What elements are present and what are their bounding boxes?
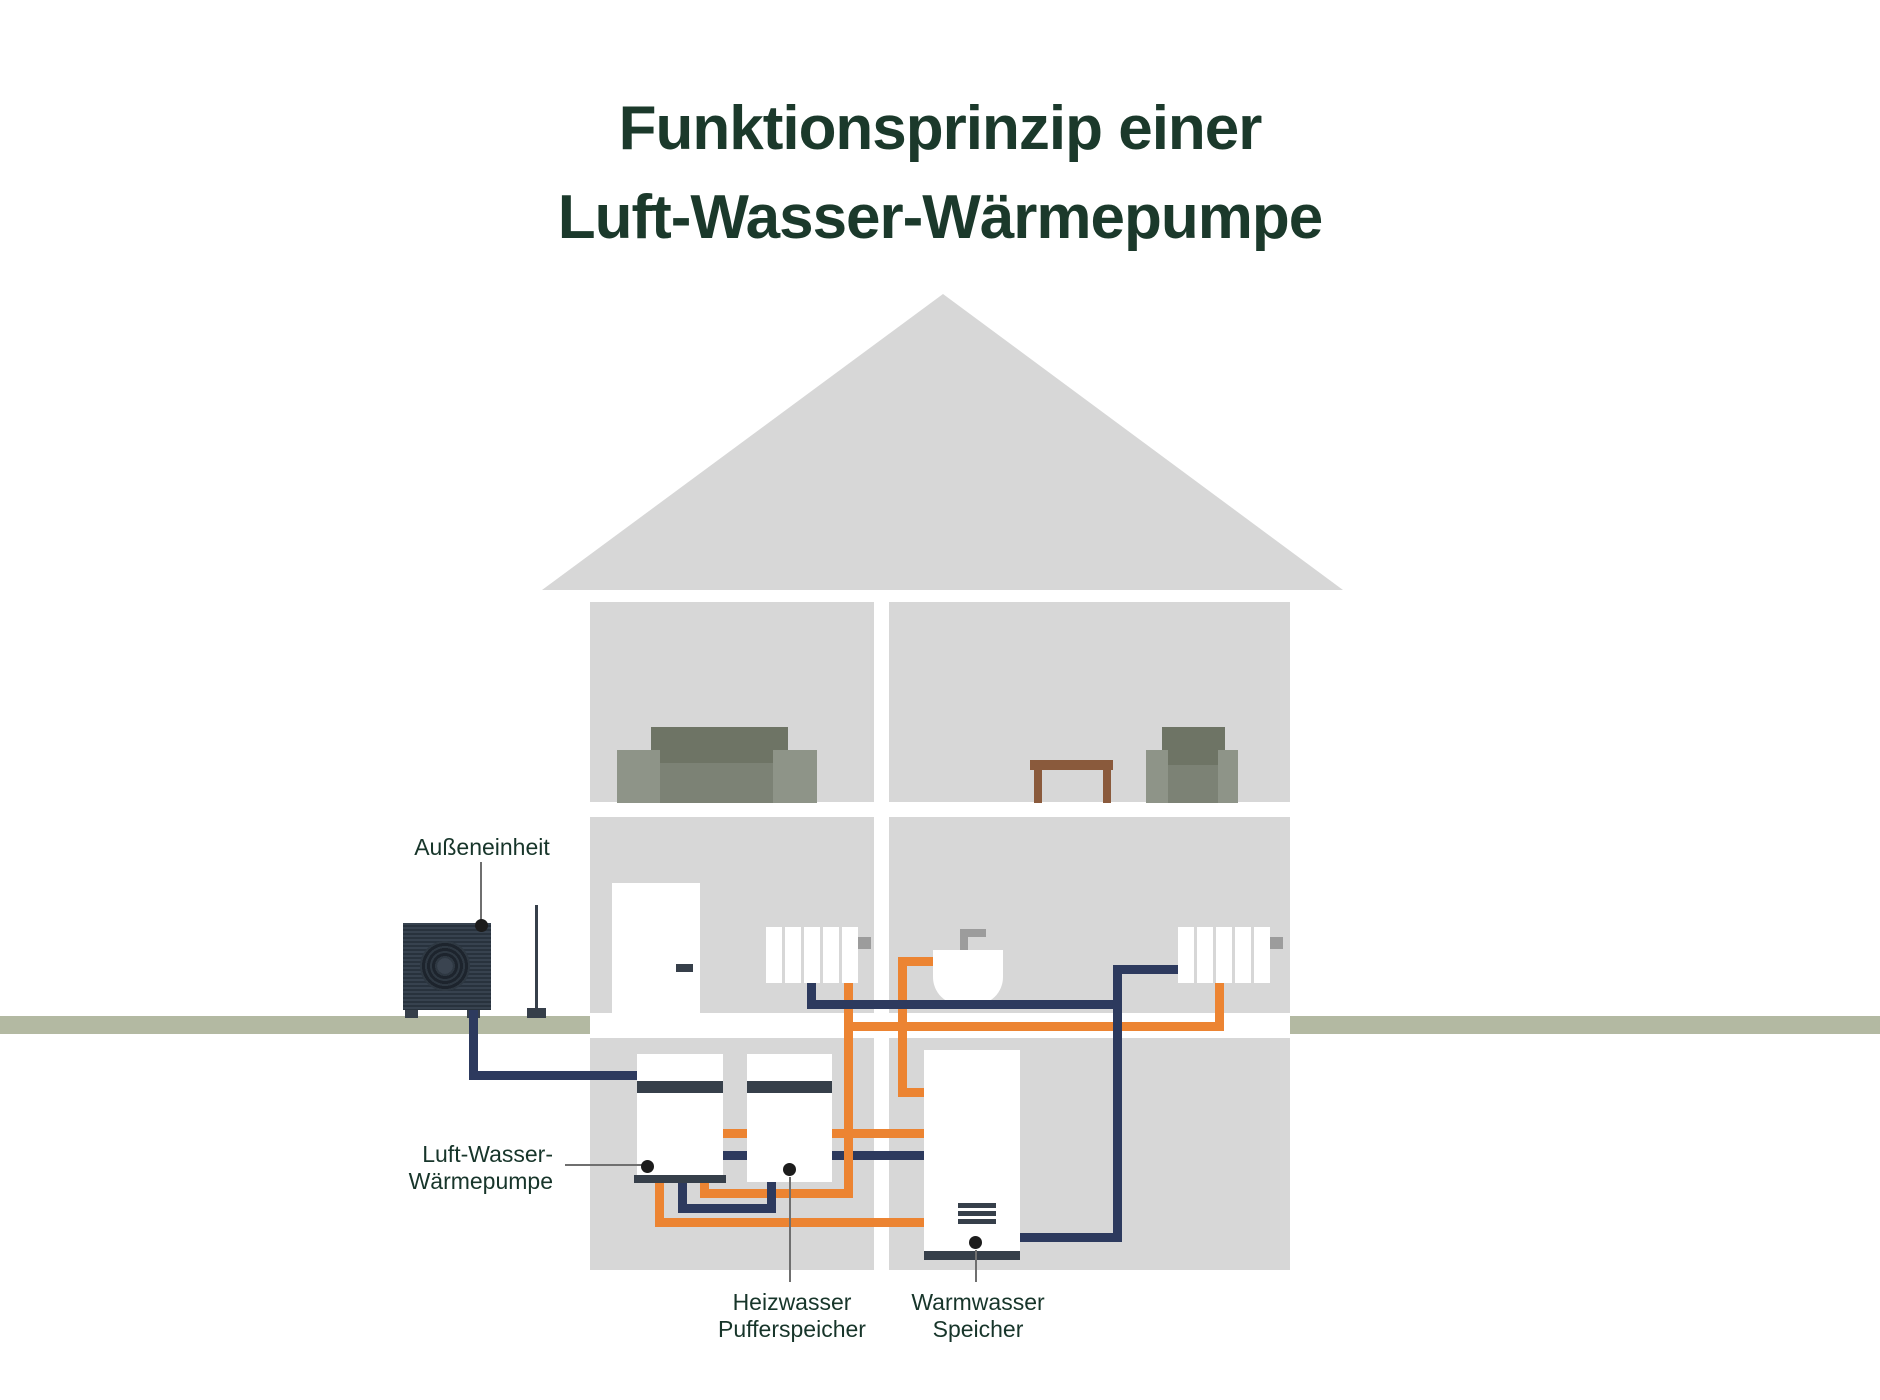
hot-water-tank-base-bar — [924, 1251, 1020, 1260]
pipe-cold-outdoor-vert — [469, 1010, 478, 1080]
table-top — [1030, 760, 1113, 770]
pipe-cold-right-vert — [1113, 965, 1122, 1242]
label-buffer-tank-line1: Heizwasser — [732, 1289, 852, 1315]
leader-dot-outdoor-unit — [475, 919, 488, 932]
page-title: Funktionsprinzip einer Luft-Wasser-Wärme… — [0, 84, 1880, 262]
hot-water-tank-vent-2 — [958, 1211, 996, 1216]
sofa-backrest — [651, 727, 788, 763]
pipe-warm-tank-stub — [898, 1088, 924, 1097]
faucet-arm — [960, 929, 986, 937]
pipe-cold-tank-bottom — [1020, 1233, 1122, 1242]
hot-water-tank-vent-3 — [958, 1219, 996, 1224]
heat-pump-base-bar — [634, 1175, 726, 1183]
table-leg-left — [1034, 770, 1042, 803]
door-handle — [676, 964, 693, 972]
label-hot-water-tank-line1: Warmwasser — [911, 1289, 1045, 1315]
label-heat-pump-line1: Luft-Wasser- — [422, 1141, 553, 1167]
pipe-warm-radiator-left-down — [844, 983, 853, 1198]
armchair-backrest — [1162, 727, 1225, 765]
pipe-warm-radiator-right-riser — [1215, 983, 1224, 1031]
pipe-cold-radiator-right-stub — [1113, 965, 1178, 974]
leader-dot-buffer-tank — [783, 1163, 796, 1176]
radiator-left-valve — [858, 937, 871, 949]
label-buffer-tank: Heizwasser Pufferspeicher — [672, 1289, 912, 1343]
pipe-warm-slab-horizontal — [844, 1022, 1224, 1031]
pipe-warm-bottom-vert — [655, 1183, 664, 1227]
ground-line-right — [1290, 1016, 1880, 1034]
sink-basin — [933, 950, 1003, 1005]
pipe-cold-u-horizontal — [678, 1204, 776, 1213]
hot-water-tank-vent-1 — [958, 1203, 996, 1208]
hot-water-tank — [924, 1050, 1020, 1251]
ground-line-left — [0, 1016, 590, 1034]
armchair-seat — [1168, 765, 1218, 803]
pipe-cold-radiator-left-down — [807, 983, 816, 1008]
door — [612, 883, 700, 1013]
leader-hot-water-tank — [975, 1250, 977, 1282]
pipe-cold-u-vert-right — [767, 1182, 776, 1213]
pipe-warm-below-units — [700, 1189, 853, 1198]
label-heat-pump: Luft-Wasser- Wärmepumpe — [353, 1141, 553, 1195]
leader-dot-hot-water-tank — [969, 1236, 982, 1249]
armchair-armrest-left — [1146, 750, 1168, 803]
sofa-armrest-left — [617, 750, 660, 803]
roof — [542, 294, 1343, 590]
sofa-seat — [660, 763, 773, 803]
radiator-left — [766, 927, 858, 983]
leader-buffer-tank — [789, 1177, 791, 1282]
pipe-cold-u-vert-left — [678, 1183, 687, 1213]
buffer-tank-unit — [747, 1054, 832, 1182]
radiator-right — [1178, 927, 1270, 983]
faucet-stem — [960, 935, 968, 951]
pole-base — [527, 1008, 546, 1018]
leader-outdoor-unit — [480, 862, 482, 920]
pole — [535, 905, 538, 1010]
outdoor-unit-foot-left — [405, 1010, 418, 1018]
heat-pump-top-bar — [637, 1081, 723, 1093]
label-heat-pump-line2: Wärmepumpe — [408, 1168, 553, 1194]
table-leg-right — [1103, 770, 1111, 803]
sofa-armrest-right — [773, 750, 817, 803]
leader-heat-pump — [565, 1164, 642, 1166]
page-title-line2: Luft-Wasser-Wärmepumpe — [557, 183, 1324, 252]
page-title-line1: Funktionsprinzip einer — [618, 94, 1263, 163]
label-buffer-tank-line2: Pufferspeicher — [718, 1316, 866, 1342]
armchair-armrest-right — [1218, 750, 1238, 803]
label-outdoor-unit: Außeneinheit — [414, 834, 550, 860]
buffer-tank-top-bar — [747, 1081, 832, 1093]
pipe-warm-sink-vert — [898, 957, 907, 1097]
pipe-cold-outdoor-horizontal — [469, 1071, 637, 1080]
leader-dot-heat-pump — [641, 1160, 654, 1173]
radiator-right-valve — [1270, 937, 1283, 949]
label-hot-water-tank: Warmwasser Speicher — [858, 1289, 1098, 1343]
outdoor-unit-fan-hub — [437, 958, 453, 974]
pipe-warm-sink-stub — [898, 957, 933, 966]
label-hot-water-tank-line2: Speicher — [932, 1316, 1024, 1342]
pipe-cold-long-horizontal — [807, 1000, 1122, 1009]
